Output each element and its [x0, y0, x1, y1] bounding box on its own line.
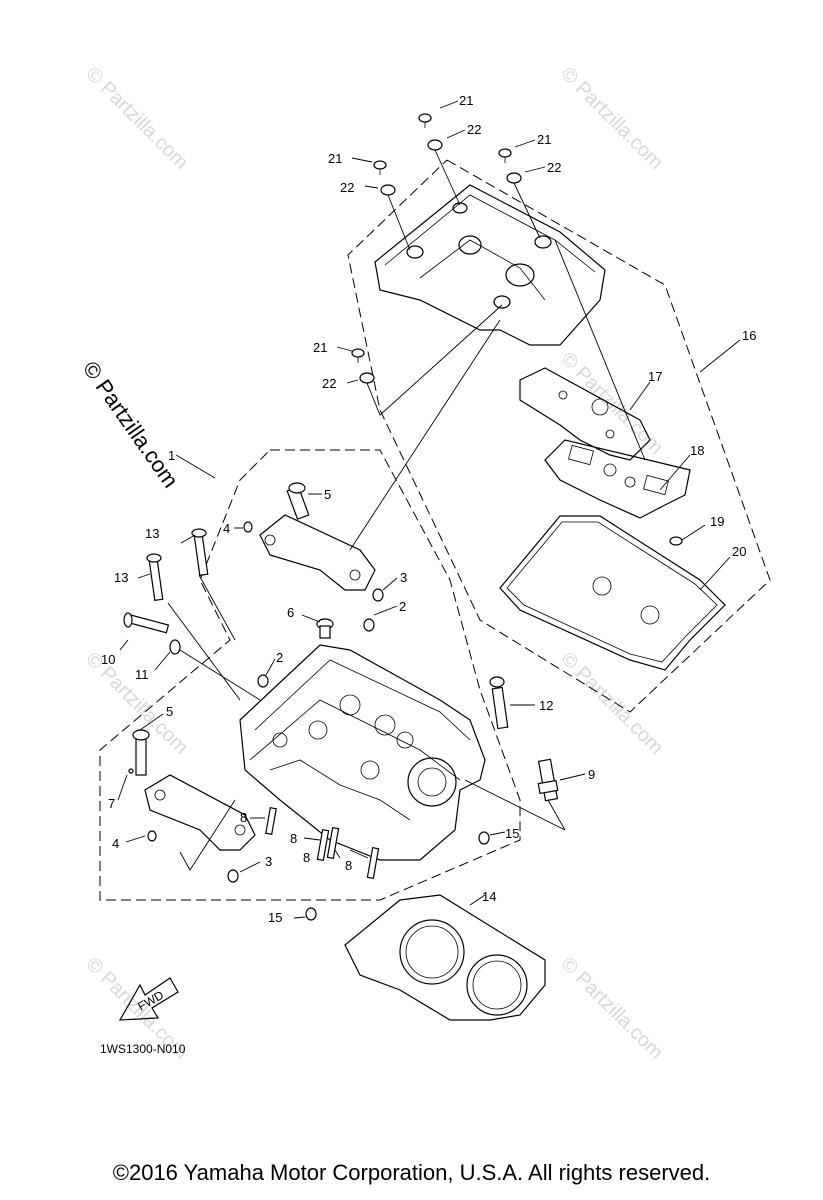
callout-12: 12 — [539, 698, 553, 713]
callout-14: 14 — [482, 889, 496, 904]
callout-3: 3 — [265, 854, 272, 869]
callout-21: 21 — [313, 340, 327, 355]
callout-8: 8 — [345, 858, 352, 873]
copyright-notice: ©2016 Yamaha Motor Corporation, U.S.A. A… — [112, 1160, 711, 1185]
head-gasket — [344, 894, 546, 1021]
upper-camshaft-cap — [243, 319, 501, 602]
callout-9: 9 — [588, 767, 595, 782]
callout-1: 1 — [168, 448, 175, 463]
cover-leaders — [554, 239, 741, 591]
spark-plug — [464, 758, 566, 831]
callout-22: 22 — [340, 180, 354, 195]
cylinder-head-cover — [374, 184, 606, 346]
callout-10: 10 — [101, 652, 115, 667]
callout-13: 13 — [145, 526, 159, 541]
callout-3: 3 — [400, 570, 407, 585]
breather-plates — [519, 367, 691, 546]
assembly-outlines — [99, 159, 771, 901]
callout-16: 16 — [742, 328, 756, 343]
callout-15: 15 — [268, 910, 282, 925]
callout-22: 22 — [322, 376, 336, 391]
callout-4: 4 — [223, 521, 230, 536]
diagram-code: 1WS1300-N010 — [100, 1042, 186, 1056]
callout-22: 22 — [467, 122, 481, 137]
cylinder-head — [239, 644, 486, 861]
callout-8: 8 — [240, 810, 247, 825]
callout-11: 11 — [135, 667, 149, 682]
cover-bolts — [351, 113, 541, 416]
callout-17: 17 — [648, 369, 662, 384]
callout-5: 5 — [166, 704, 173, 719]
callout-22: 22 — [547, 160, 561, 175]
callouts: 21 22 21 22 21 22 21 22 16 17 18 19 20 1… — [101, 93, 756, 925]
head-bolts — [123, 528, 509, 921]
callout-15: 15 — [505, 826, 519, 841]
callout-21: 21 — [537, 132, 551, 147]
lower-camshaft-cap — [128, 729, 256, 883]
callout-2: 2 — [399, 599, 406, 614]
callout-19: 19 — [710, 514, 724, 529]
studs — [265, 806, 380, 879]
cover-assembly-outline — [347, 159, 771, 713]
watermarks: © Partzilla.com © Partzilla.com © Partzi… — [78, 63, 667, 1064]
watermark: © Partzilla.com — [556, 648, 667, 759]
callout-7: 7 — [108, 796, 115, 811]
watermark: © Partzilla.com — [81, 63, 192, 174]
watermark: © Partzilla.com — [556, 953, 667, 1064]
callout-6: 6 — [287, 605, 294, 620]
callout-18: 18 — [690, 443, 704, 458]
callout-2: 2 — [276, 650, 283, 665]
head-assembly-outline — [99, 449, 521, 901]
callout-13: 13 — [114, 570, 128, 585]
callout-4: 4 — [112, 836, 119, 851]
watermark: © Partzilla.com — [556, 63, 667, 174]
cover-gasket — [499, 515, 726, 671]
callout-8: 8 — [290, 831, 297, 846]
callout-leaders — [117, 100, 586, 919]
callout-5: 5 — [324, 487, 331, 502]
callout-21: 21 — [459, 93, 473, 108]
watermark-prominent: © Partzilla.com — [78, 357, 184, 493]
callout-20: 20 — [732, 544, 746, 559]
callout-8: 8 — [303, 850, 310, 865]
callout-21: 21 — [328, 151, 342, 166]
